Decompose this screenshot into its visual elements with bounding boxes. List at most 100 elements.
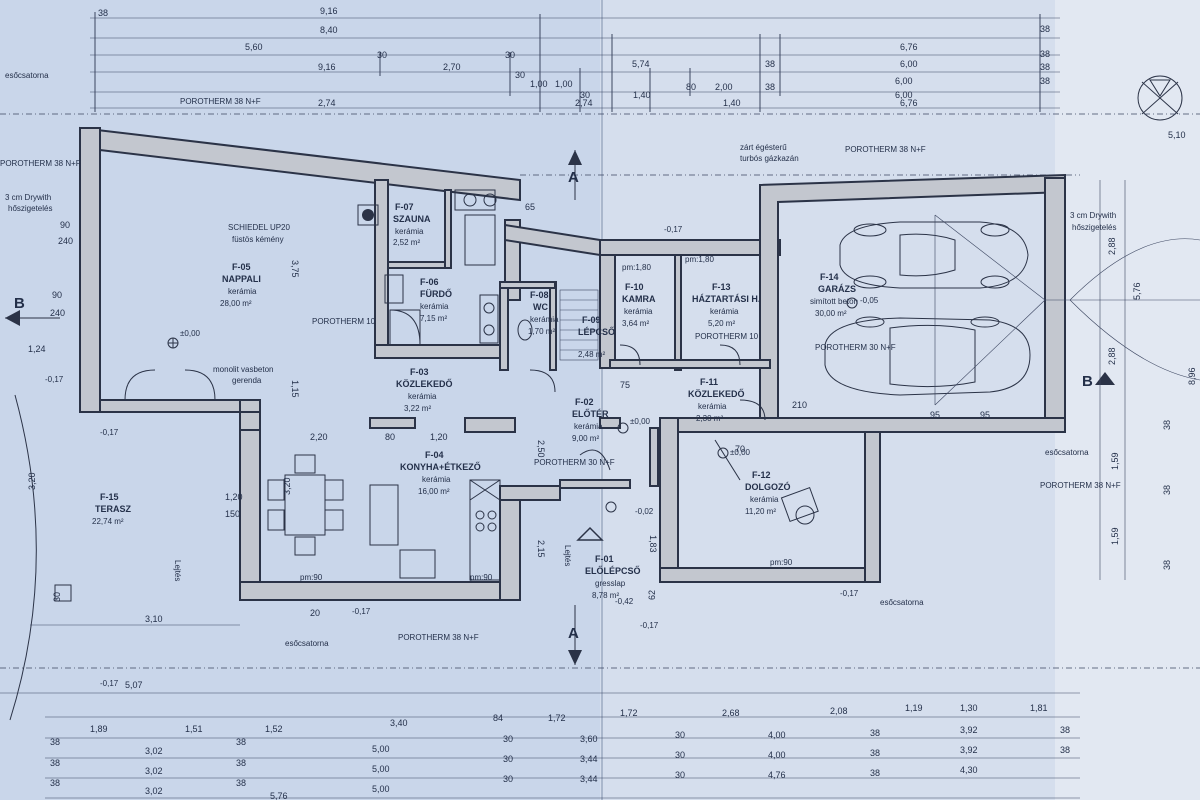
bdim-2-6: 30	[675, 730, 685, 740]
note-drywith-left: 3 cm Drywith	[5, 193, 51, 202]
svg-text:F-08: F-08	[530, 290, 549, 300]
svg-text:KAMRA: KAMRA	[622, 294, 656, 304]
bdim-3-6: 30	[675, 750, 685, 760]
dining-table	[267, 454, 344, 556]
bdim-1-1: 1,51	[185, 724, 203, 734]
note-porotherm10-a: POROTHERM 10	[312, 317, 376, 326]
bottom-left-30: 30	[52, 592, 62, 602]
bdim-3-0: 38	[50, 758, 60, 768]
svg-text:simított beton: simított beton	[810, 297, 858, 306]
section-b-left-label: B	[14, 295, 25, 312]
note-porotherm30-eloter: POROTHERM 30 N+F	[534, 458, 615, 467]
svg-text:28,00 m²: 28,00 m²	[220, 299, 252, 308]
svg-text:F-06: F-06	[420, 277, 439, 287]
top-dimension-lines	[90, 12, 1060, 112]
bdim-2-5: 3,60	[580, 734, 598, 744]
svg-text:NAPPALI: NAPPALI	[222, 274, 261, 284]
top-dim-5-b: 2,74	[575, 98, 593, 108]
desk-chair	[780, 487, 819, 525]
note-lintel: monolit vasbeton	[213, 365, 273, 374]
room-furdo: F-06 FÜRDŐ kerámia 7,15 m²	[420, 277, 452, 323]
north-label: 5,10	[1168, 130, 1186, 140]
room-haztartasi: F-13 HÁZTARTÁSI H. kerámia 5,20 m²	[692, 282, 760, 328]
bdim-4-8: 38	[870, 768, 880, 778]
bdim-2-1: 3,02	[145, 746, 163, 756]
room-elolepcso: F-01 ELŐLÉPCSŐ gresslap 8,78 m²	[585, 554, 641, 600]
section-b-left-icon	[5, 310, 60, 326]
bdim-4-5: 3,44	[580, 774, 598, 784]
dim-240-b: 240	[50, 308, 65, 318]
top-dim-2-a: 5,60	[245, 42, 263, 52]
bathroom-fixtures	[384, 189, 533, 346]
note-lintel-sub: gerenda	[232, 376, 262, 385]
svg-text:DOLGOZÓ: DOLGOZÓ	[745, 481, 791, 492]
top-dim-38-3: 38	[1040, 62, 1050, 72]
section-b-right-label: B	[1082, 373, 1093, 390]
door-swings	[529, 344, 766, 481]
note-drywith-right: 3 cm Drywith	[1070, 211, 1116, 220]
bdim-2-3: 5,00	[372, 744, 390, 754]
top-dim-3-c: 2,70	[443, 62, 461, 72]
note-boiler-1: zárt égésterű	[740, 143, 787, 152]
bdim-1-2: 1,52	[265, 724, 283, 734]
bdim-5-0: 5,76	[270, 791, 288, 800]
post-icon	[54, 584, 72, 602]
svg-text:F-13: F-13	[712, 282, 731, 292]
svg-text:kerámia: kerámia	[624, 307, 653, 316]
interior-walls	[369, 189, 771, 489]
top-dim-2-b: 6,00	[900, 59, 918, 69]
section-a-bottom-icon	[568, 605, 582, 665]
svg-text:FÜRDŐ: FÜRDŐ	[420, 288, 452, 299]
top-dim-1-c: 6,76	[900, 42, 918, 52]
level-front: -0,17	[100, 679, 119, 688]
svg-text:F-15: F-15	[100, 492, 119, 502]
bdim-4-9: 4,30	[960, 765, 978, 775]
bdim-2-10: 38	[1060, 725, 1070, 735]
svg-text:kerámia: kerámia	[395, 227, 424, 236]
bdim-3-7: 4,00	[768, 750, 786, 760]
dim-150: 150	[225, 509, 240, 519]
top-dim-38-4: 38	[98, 8, 108, 18]
top-dim-3-e: 5,74	[632, 59, 650, 69]
right-dim-288-a: 2,88	[1107, 237, 1117, 255]
room-garazs: F-14 GARÁZS simított beton 30,00 m²	[810, 272, 858, 318]
note-porotherm38-left: POROTHERM 38 N+F	[0, 159, 81, 168]
svg-text:ELŐTÉR: ELŐTÉR	[572, 408, 609, 419]
dim-120: 1,20	[430, 432, 448, 442]
right-dim-896: 8,96	[1187, 367, 1197, 385]
svg-text:SZAUNA: SZAUNA	[393, 214, 431, 224]
note-boiler-2: turbós gázkazán	[740, 154, 799, 163]
garage-door-lines	[934, 214, 1200, 406]
level-terrace-5: -0,17	[840, 589, 859, 598]
bdim-4-1: 3,02	[145, 786, 163, 796]
top-dim-3-a: 9,16	[318, 62, 336, 72]
dim-215: 2,15	[536, 540, 546, 558]
top-dim-3-d: 30	[505, 50, 515, 60]
right-dim-38-c: 38	[1162, 560, 1172, 570]
dim-90-a: 90	[60, 220, 70, 230]
svg-text:KONYHA+ÉTKEZŐ: KONYHA+ÉTKEZŐ	[400, 461, 481, 472]
bdim-3-3: 5,00	[372, 764, 390, 774]
note-porotherm38-right: POROTHERM 38 N+F	[1040, 481, 1121, 490]
note-chimney-sub: füstös kémény	[232, 235, 284, 244]
svg-text:F-14: F-14	[820, 272, 839, 282]
dim-95-b: 95	[980, 410, 990, 420]
svg-text:WC: WC	[533, 302, 548, 312]
room-kozlekedo-2: F-11 KÖZLEKEDŐ kerámia 2,30 m²	[688, 377, 745, 423]
svg-text:2,48 m²: 2,48 m²	[578, 350, 605, 359]
svg-text:kerámia: kerámia	[698, 402, 727, 411]
note-porotherm38-garage: POROTHERM 38 N+F	[845, 145, 926, 154]
note-gutter-3: esőcsatorna	[880, 598, 924, 607]
svg-text:F-02: F-02	[575, 397, 594, 407]
level-marker-icon	[167, 297, 858, 513]
svg-text:F-05: F-05	[232, 262, 251, 272]
bdim-3-8: 38	[870, 748, 880, 758]
svg-text:ELŐLÉPCSŐ: ELŐLÉPCSŐ	[585, 565, 641, 576]
top-dim-4-b: 30	[515, 70, 525, 80]
svg-text:16,00 m²: 16,00 m²	[418, 487, 450, 496]
top-dim-4-a: 1,00	[530, 79, 548, 89]
bottom-left-310: 3,10	[145, 614, 163, 624]
right-dim-159-a: 1,59	[1110, 452, 1120, 470]
svg-text:TERASZ: TERASZ	[95, 504, 132, 514]
svg-text:F-12: F-12	[752, 470, 771, 480]
